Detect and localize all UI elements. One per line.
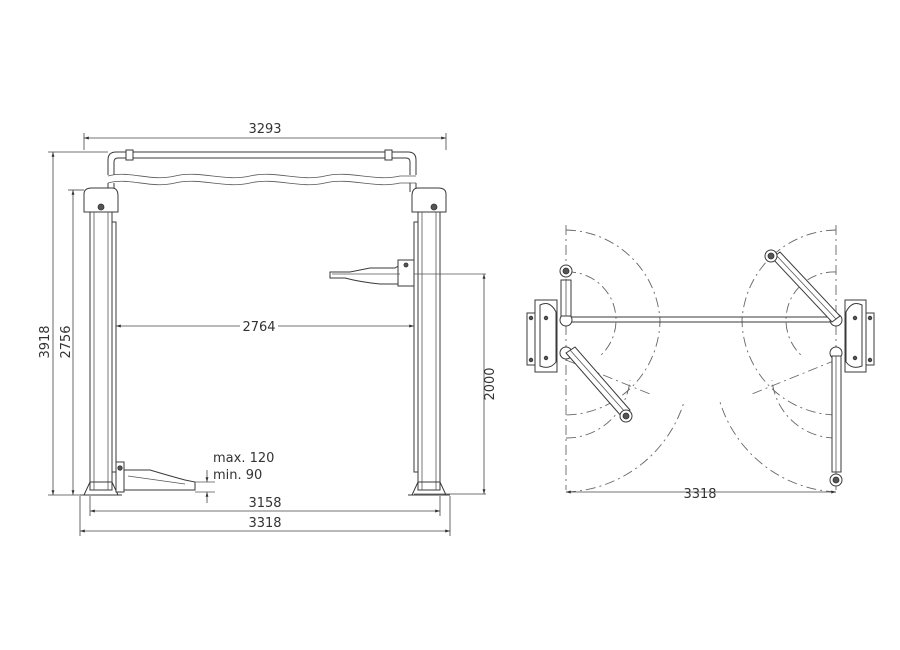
- dim-3293: 3293: [83, 122, 447, 150]
- pad-height-min-label: min. 90: [213, 468, 262, 483]
- left-arms: [559, 264, 633, 423]
- dim-label-3158: 3158: [248, 496, 281, 511]
- dim-label-3293: 3293: [248, 122, 281, 137]
- overhead-bar: [107, 149, 417, 192]
- dim-label-2000: 2000: [483, 367, 498, 400]
- dim-3318-front: 3318: [79, 496, 451, 536]
- dim-label-3318-front: 3318: [248, 516, 281, 531]
- dim-label-3318-top: 3318: [683, 487, 716, 502]
- pad-height-max-label: max. 120: [213, 451, 274, 466]
- dim-2000: 2000: [414, 274, 498, 495]
- left-column: [80, 187, 122, 496]
- dim-2764: 2764: [116, 316, 414, 335]
- dim-label-2764: 2764: [242, 320, 275, 335]
- dim-3318-top: 3318: [566, 487, 836, 502]
- dim-pad-height: max. 120 min. 90: [205, 451, 274, 503]
- dim-label-2756: 2756: [59, 325, 74, 358]
- raised-lift-arm: [329, 259, 486, 287]
- right-arms: [764, 249, 843, 487]
- front-view: 3293 3918 2756 2764 2000: [38, 122, 498, 536]
- dim-3158: 3158: [89, 496, 441, 516]
- top-crossbar: [570, 316, 836, 323]
- lowered-lift-arm: [115, 461, 215, 493]
- top-view: 3318: [526, 225, 875, 502]
- right-column: [408, 187, 450, 496]
- dim-label-3918: 3918: [38, 325, 53, 358]
- dim-2756: 2756: [59, 189, 84, 495]
- dim-3918: 3918: [38, 151, 108, 496]
